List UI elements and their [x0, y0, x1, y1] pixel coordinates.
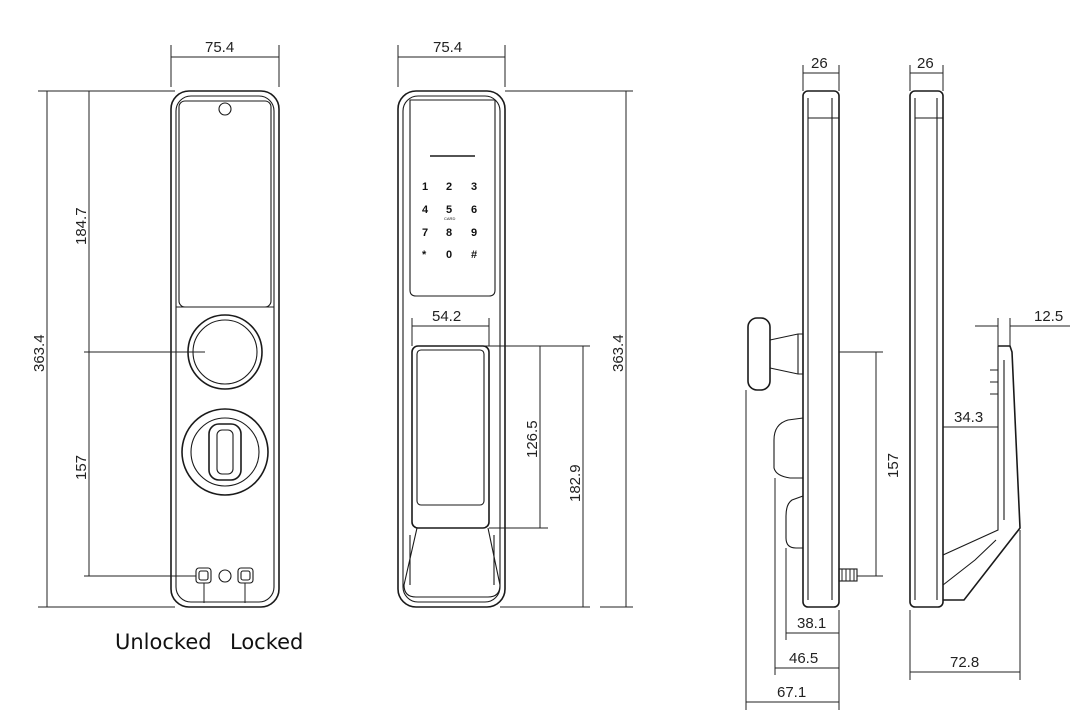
side-handle [943, 345, 1021, 601]
dim-front-width: 75.4 [205, 39, 234, 56]
dim-side1-d1: 38.1 [797, 615, 826, 632]
key-5[interactable]: 5 [446, 204, 452, 216]
thumb-turn-knob[interactable] [208, 423, 242, 481]
pull-handle[interactable] [411, 345, 490, 529]
dim-side1-d2: 46.5 [789, 650, 818, 667]
dim-side2-mid: 34.3 [954, 409, 983, 426]
key-8[interactable]: 8 [446, 227, 452, 239]
key-1[interactable]: 1 [422, 181, 428, 193]
indicator-led-icon [218, 569, 232, 583]
screw-hole-icon [218, 102, 232, 116]
key-9[interactable]: 9 [471, 227, 477, 239]
key-4[interactable]: 4 [422, 204, 429, 216]
unlocked-button[interactable] [195, 567, 212, 584]
key-0[interactable]: 0 [446, 249, 452, 261]
locked-label: Locked [230, 630, 303, 654]
front-view-interior: Unlocked Locked 75.4 363.4 184.7 157 [31, 39, 303, 654]
dim-front-upper: 184.7 [73, 207, 90, 245]
key-3[interactable]: 3 [471, 181, 477, 193]
unlocked-label: Unlocked [115, 630, 212, 654]
side-view-knob: 26 157 38.1 46.5 67.1 [745, 55, 902, 710]
key-star[interactable]: * [422, 249, 427, 261]
dim-side1-d3: 67.1 [777, 684, 806, 701]
dim-handle-bottom: 182.9 [567, 464, 584, 502]
key-7[interactable]: 7 [422, 227, 428, 239]
card-label: CARD [444, 216, 455, 221]
dim-side1-height: 157 [885, 453, 902, 478]
keypad: 1 2 3 4 5 6 CARD 7 8 9 * 0 # [422, 181, 477, 261]
key-6[interactable]: 6 [471, 204, 477, 216]
dim-side2-top: 12.5 [1034, 308, 1063, 325]
side-knob [747, 317, 771, 391]
side-view-handle: 26 12.5 34.3 72.8 [909, 55, 1070, 680]
key-hash[interactable]: # [471, 249, 477, 261]
dim-keypad-width: 75.4 [433, 39, 462, 56]
key-2[interactable]: 2 [446, 181, 452, 193]
locked-button[interactable] [237, 567, 254, 584]
dim-handle-height: 126.5 [524, 420, 541, 458]
thumb-turn-housing [181, 408, 269, 496]
dim-handle-width: 54.2 [432, 308, 461, 325]
dim-keypad-height: 363.4 [610, 334, 627, 372]
dim-front-height: 363.4 [31, 334, 48, 372]
front-view-keypad: 1 2 3 4 5 6 CARD 7 8 9 * 0 # 75.4 54.2 [397, 39, 633, 608]
dim-side1-thickness: 26 [811, 55, 828, 72]
dim-front-lower: 157 [73, 455, 90, 480]
dim-side2-bottom: 72.8 [950, 654, 979, 671]
dim-side2-thickness: 26 [917, 55, 934, 72]
